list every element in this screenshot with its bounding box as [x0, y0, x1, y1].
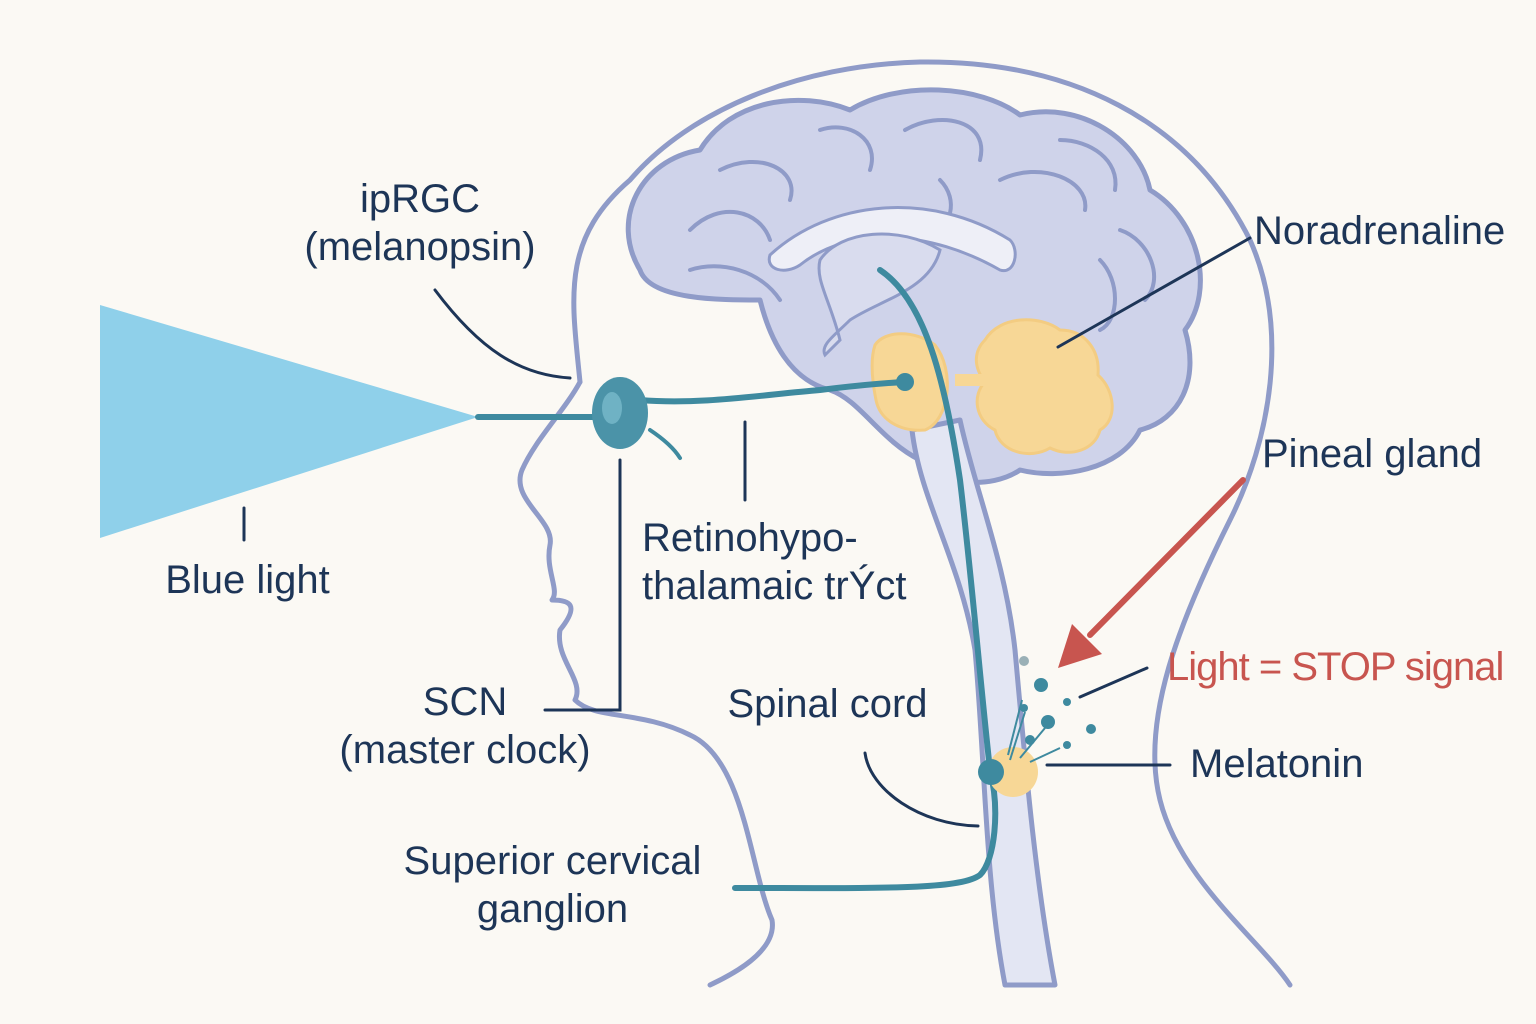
- label-stop-signal: Light = STOP signal: [1167, 643, 1532, 691]
- ganglion-node: [978, 759, 1004, 785]
- label-noradrenaline-text: Noradrenaline: [1254, 209, 1506, 253]
- melatonin-rays: [1007, 699, 1061, 763]
- label-spinal-cord-text: Spinal cord: [727, 682, 928, 726]
- nerve-pathways: [475, 267, 999, 892]
- label-noradrenaline: Noradrenaline: [1254, 207, 1534, 255]
- label-blue-light: Blue light: [140, 556, 355, 604]
- label-iprgc-line2: (melanopsin): [304, 225, 536, 269]
- eye-highlight: [602, 392, 622, 424]
- label-scg-line2: ganglion: [476, 887, 629, 931]
- cerebellum: [974, 318, 1114, 456]
- melatonin-particles: [1019, 656, 1096, 749]
- head-outline: [571, 59, 1293, 988]
- blue-light-beam: [100, 305, 478, 538]
- stop-arrow: [1058, 477, 1246, 668]
- scn-node: [896, 373, 914, 391]
- corpus-callosum: [767, 206, 1017, 273]
- label-rht-line2: thalamaic trÝct: [642, 564, 907, 608]
- label-scg-line1: Superior cervical: [403, 839, 702, 883]
- label-retinohypothalamic-tract: Retinohypo- thalamaic trÝct: [642, 514, 932, 610]
- label-iprgc: ipRGC (melanopsin): [290, 175, 550, 271]
- label-scn-line2: (master clock): [339, 728, 591, 772]
- label-iprgc-line1: ipRGC: [359, 177, 481, 221]
- label-pineal-gland-text: Pineal gland: [1262, 432, 1483, 476]
- leader-lines: [242, 236, 1252, 828]
- label-stop-signal-text: Light = STOP signal: [1167, 645, 1504, 689]
- label-rht-line1: Retinohypo-: [642, 516, 858, 560]
- label-blue-light-text: Blue light: [165, 558, 330, 602]
- label-melatonin: Melatonin: [1190, 740, 1400, 788]
- label-melatonin-text: Melatonin: [1190, 742, 1364, 786]
- face-profile: [517, 379, 775, 988]
- pineal-gland-node: [988, 747, 1038, 797]
- midbrain: [817, 232, 942, 358]
- label-superior-cervical-ganglion: Superior cervical ganglion: [380, 837, 725, 933]
- label-scn: SCN (master clock): [310, 678, 620, 774]
- label-pineal-gland: Pineal gland: [1262, 430, 1522, 478]
- pineal-link: [955, 374, 995, 386]
- label-spinal-cord: Spinal cord: [715, 680, 940, 728]
- label-scn-line1: SCN: [422, 680, 508, 724]
